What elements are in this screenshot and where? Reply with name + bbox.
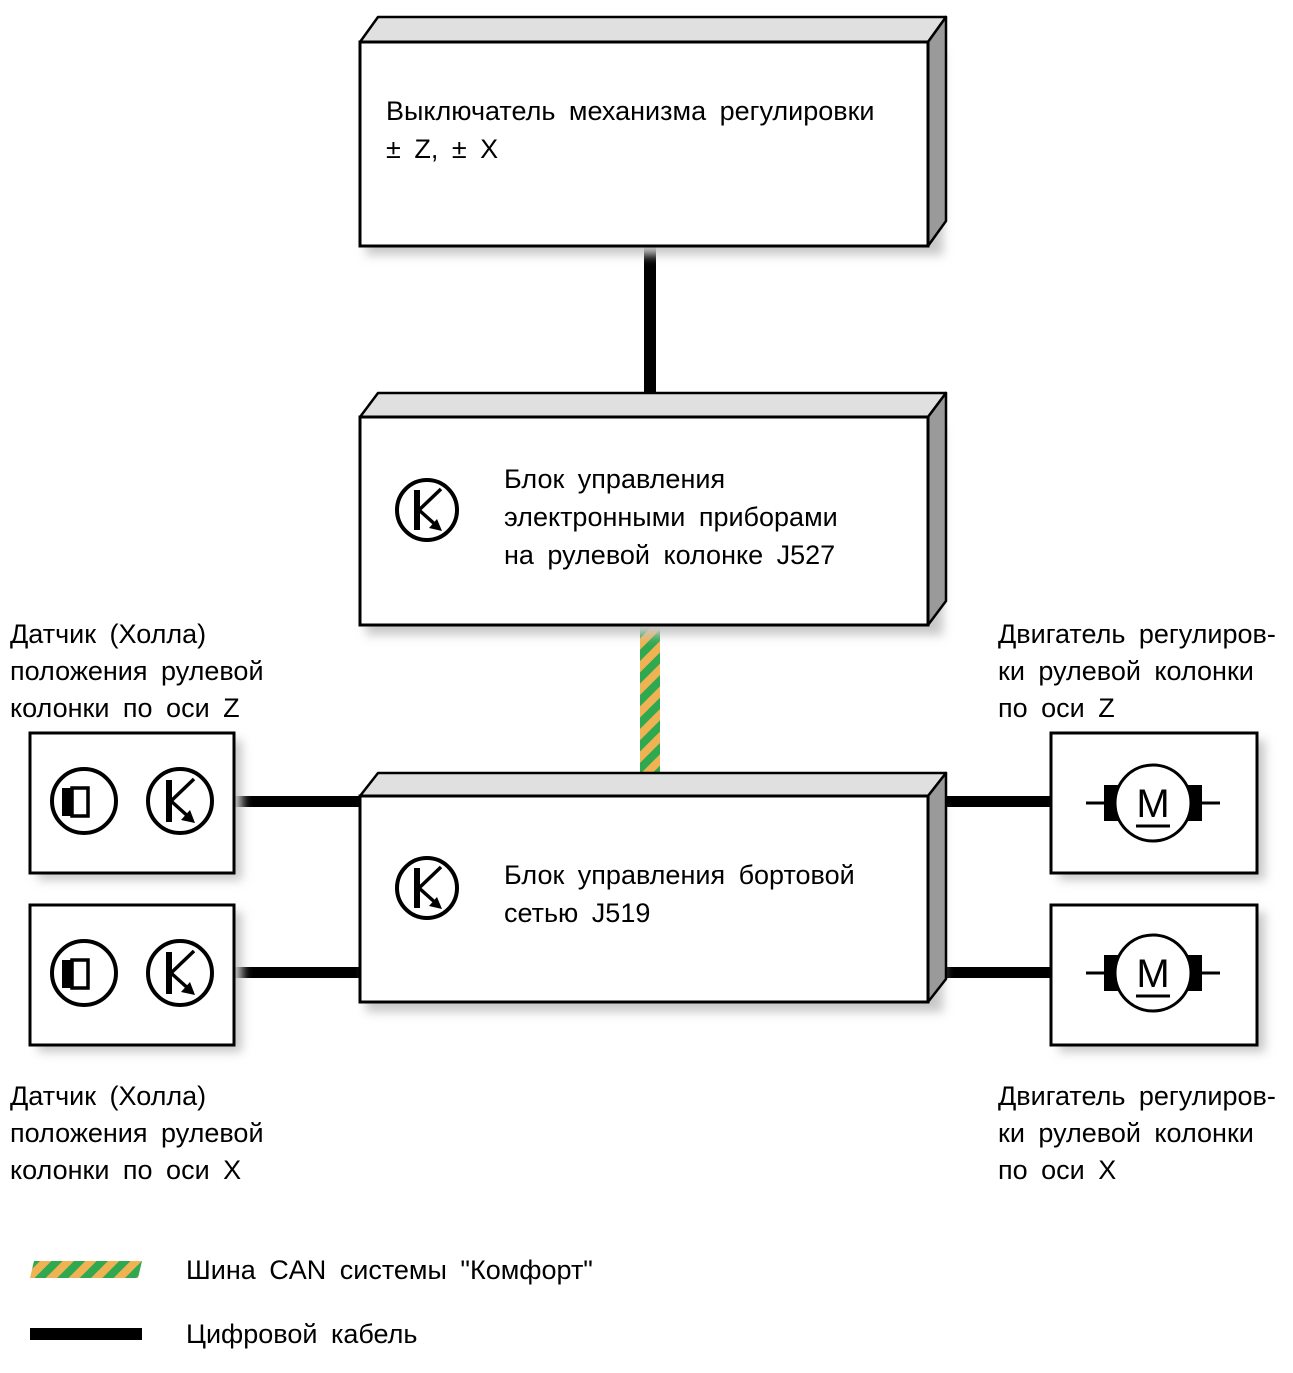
j527-box-label: Блок управления электронными приборами н… bbox=[504, 460, 838, 574]
motor-x-label-line-3: по оси X bbox=[998, 1155, 1117, 1185]
hall-sensor-icon bbox=[50, 939, 118, 1007]
legend-swatches bbox=[30, 1261, 142, 1340]
sensor-x-box bbox=[28, 903, 242, 1052]
cable-sensor-x-j519 bbox=[234, 967, 362, 978]
legend-can-swatch bbox=[30, 1261, 142, 1278]
j519-label-line-1: Блок управления бортовой bbox=[504, 860, 855, 890]
motor-letter: M bbox=[1136, 952, 1169, 996]
legend-can-label: Шина CAN системы "Комфорт" bbox=[186, 1255, 593, 1285]
motor-letter: M bbox=[1136, 782, 1169, 826]
hall-sensor-icon bbox=[50, 767, 118, 835]
switch-label-line-2: ± Z, ± X bbox=[386, 134, 499, 164]
motor-z-box: M bbox=[1049, 731, 1265, 880]
j527-box bbox=[358, 391, 948, 635]
legend-cable-swatch bbox=[30, 1328, 142, 1340]
motor-z-label: Двигатель регулиров- ки рулевой колонки … bbox=[998, 616, 1276, 727]
motor-x-label-line-2: ки рулевой колонки bbox=[998, 1118, 1254, 1148]
motor-x-label: Двигатель регулиров- ки рулевой колонки … bbox=[998, 1078, 1276, 1189]
motor-z-label-line-1: Двигатель регулиров- bbox=[998, 619, 1276, 649]
sensor-x-label-line-1: Датчик (Холла) bbox=[10, 1081, 207, 1111]
sensor-z-label-line-1: Датчик (Холла) bbox=[10, 619, 207, 649]
sensor-x-label-line-3: колонки по оси X bbox=[10, 1155, 242, 1185]
cable-j519-motor-x bbox=[938, 967, 1052, 978]
j527-label-line-2: электронными приборами bbox=[504, 502, 838, 532]
j527-label-line-3: на рулевой колонке J527 bbox=[504, 540, 836, 570]
switch-box bbox=[358, 15, 948, 255]
motor-icon: M bbox=[1086, 763, 1220, 843]
motor-z-label-line-2: ки рулевой колонки bbox=[998, 656, 1254, 686]
motor-x-box: M bbox=[1049, 903, 1265, 1052]
transistor-icon bbox=[395, 856, 459, 920]
j519-box-label: Блок управления бортовой сетью J519 bbox=[504, 856, 855, 932]
legend-cable-label: Цифровой кабель bbox=[186, 1319, 418, 1349]
sensor-x-label: Датчик (Холла) положения рулевой колонки… bbox=[10, 1078, 264, 1189]
sensor-z-label-line-2: положения рулевой bbox=[10, 656, 264, 686]
sensor-x-label-line-2: положения рулевой bbox=[10, 1118, 264, 1148]
motor-z-label-line-3: по оси Z bbox=[998, 693, 1115, 723]
sensor-z-label: Датчик (Холла) положения рулевой колонки… bbox=[10, 616, 264, 727]
switch-label-line-1: Выключатель механизма регулировки bbox=[386, 96, 875, 126]
connections bbox=[234, 245, 1052, 978]
cable-j519-motor-z bbox=[938, 796, 1052, 807]
motor-icon: M bbox=[1086, 933, 1220, 1013]
j519-box bbox=[358, 771, 948, 1012]
motor-x-label-line-1: Двигатель регулиров- bbox=[998, 1081, 1276, 1111]
j519-label-line-2: сетью J519 bbox=[504, 898, 651, 928]
sensor-z-box bbox=[28, 731, 242, 880]
cable-switch-j527 bbox=[644, 245, 656, 407]
sensor-z-label-line-3: колонки по оси Z bbox=[10, 693, 240, 723]
switch-box-label: Выключатель механизма регулировки ± Z, ±… bbox=[386, 92, 874, 168]
can-bus-j527-j519 bbox=[640, 626, 660, 786]
transistor-icon bbox=[146, 767, 214, 835]
transistor-icon bbox=[146, 939, 214, 1007]
cable-sensor-z-j519 bbox=[234, 796, 362, 807]
j527-label-line-1: Блок управления bbox=[504, 464, 726, 494]
transistor-icon bbox=[395, 478, 459, 542]
